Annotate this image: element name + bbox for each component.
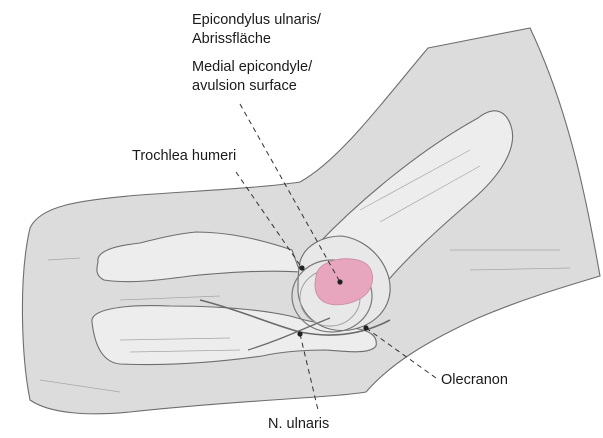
label-medial-epicondyle-de-line1: Epicondylus ulnaris/ [192, 12, 322, 28]
label-ulnar-nerve: N. ulnaris [268, 416, 329, 432]
marker-trochlea [299, 265, 304, 270]
label-olecranon: Olecranon [441, 372, 508, 388]
label-medial-epicondyle-en-line1: Medial epicondyle/ [192, 59, 313, 75]
marker-medial-epicondyle [337, 279, 342, 284]
marker-olecranon [363, 325, 368, 330]
label-trochlea: Trochlea humeri [132, 148, 236, 164]
label-medial-epicondyle-en-line2: avulsion surface [192, 78, 297, 94]
label-medial-epicondyle-de-line2: Abrissfläche [192, 31, 271, 47]
marker-ulnar-nerve [297, 331, 302, 336]
